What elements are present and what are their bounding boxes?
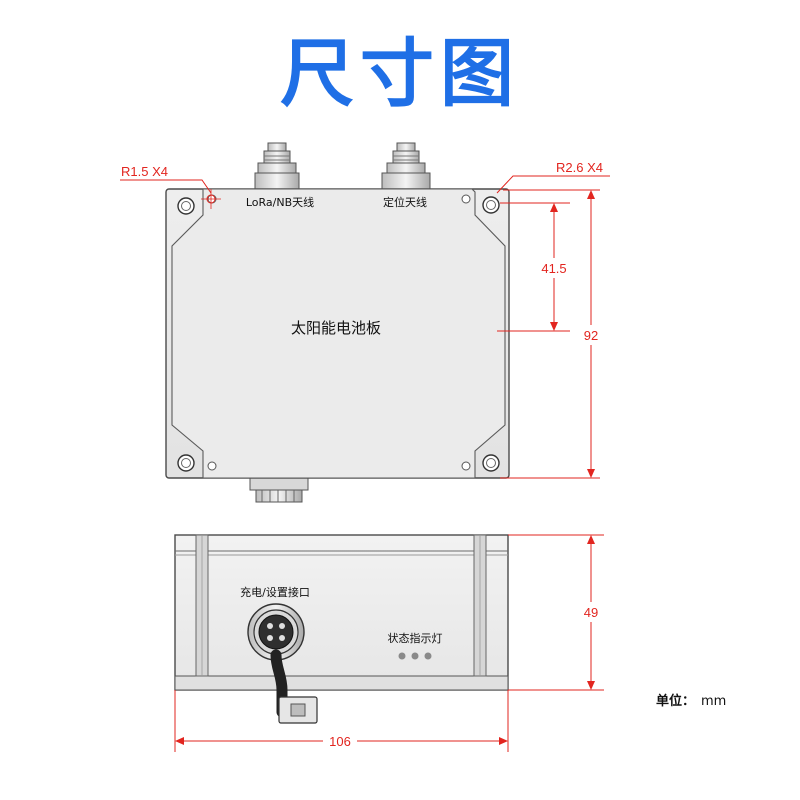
side-housing (174, 534, 509, 691)
small-hole-bl (207, 461, 217, 471)
unit-value: mm (701, 694, 726, 709)
side-view: 充电/设置接口 状态指示灯 (174, 534, 509, 724)
status-led-2 (411, 652, 419, 660)
charging-port (247, 603, 305, 661)
corner-hole-tl (177, 197, 195, 215)
status-indicator-label: 状态指示灯 (388, 631, 443, 645)
corner-hole-tr (482, 196, 500, 214)
radius-right-leader (496, 175, 610, 194)
status-led-1 (398, 652, 406, 660)
corner-hole-br (482, 454, 500, 472)
radius-left-leader (120, 179, 212, 194)
solar-panel-label: 太阳能电池板 (291, 319, 381, 337)
antenna-connector-left (254, 142, 300, 190)
dim-height-top-label: 92 (584, 328, 598, 343)
side-dimensions: 49 106 (174, 534, 604, 752)
top-dimensions: R1.5 X4 R2.6 X4 41.5 92 (120, 160, 610, 479)
charging-port-label: 充电/设置接口 (240, 585, 310, 599)
small-hole-br (461, 461, 471, 471)
corner-hole-bl (177, 454, 195, 472)
dim-width-label: 106 (329, 734, 351, 749)
radius-left-label: R1.5 X4 (121, 164, 168, 179)
unit-label: 单位： (656, 693, 695, 709)
dim-hole-spacing-label: 41.5 (541, 261, 566, 276)
top-lid (171, 188, 506, 479)
antenna-connector-right (381, 142, 431, 190)
small-hole-tr (461, 194, 471, 204)
status-led-3 (424, 652, 432, 660)
bottom-connector (249, 477, 309, 503)
page-title: 尺寸图 (280, 31, 520, 117)
unit-note: 单位： mm (656, 693, 726, 709)
radius-right-label: R2.6 X4 (556, 160, 603, 175)
top-view: LoRa/NB天线 定位天线 太阳能电池板 (165, 142, 510, 503)
antenna-right-label: 定位天线 (383, 195, 427, 209)
antenna-left-label: LoRa/NB天线 (246, 195, 314, 209)
charging-cable (270, 649, 288, 718)
dim-height-side-label: 49 (584, 605, 598, 620)
